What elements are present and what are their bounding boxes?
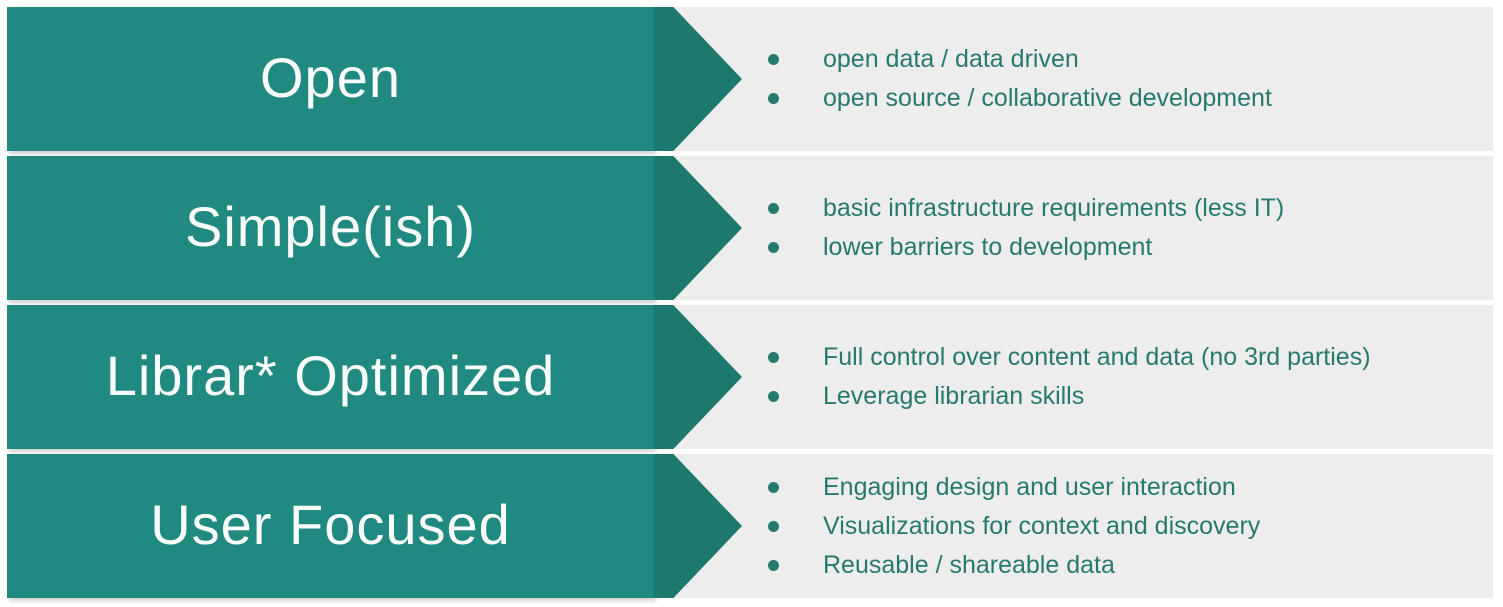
bullet-text: Full control over content and data (no 3… bbox=[823, 343, 1371, 371]
bullet-text: Leverage librarian skills bbox=[823, 382, 1085, 410]
bullet-item: open data / data driven bbox=[768, 40, 1272, 79]
arrow-head-icon bbox=[654, 156, 742, 300]
bullet-dot-icon bbox=[768, 54, 779, 65]
bullet-dot-icon bbox=[768, 391, 779, 402]
arrow-band: Open bbox=[7, 7, 654, 151]
arrow-head-icon bbox=[654, 454, 742, 598]
arrow-banner: User Focused bbox=[7, 454, 742, 598]
bullet-text: open source / collaborative development bbox=[823, 84, 1272, 112]
row-user-focused: User Focused Engaging design and user in… bbox=[7, 454, 1493, 598]
arrow-band: User Focused bbox=[7, 454, 654, 598]
bullet-dot-icon bbox=[768, 520, 779, 532]
banner-label: Open bbox=[260, 45, 401, 109]
bullet-dot-icon bbox=[768, 242, 779, 253]
bullet-text: lower barriers to development bbox=[823, 233, 1153, 261]
bullet-dot-icon bbox=[768, 481, 779, 493]
bullet-item: Leverage librarian skills bbox=[768, 377, 1371, 416]
banner-label: User Focused bbox=[150, 492, 511, 556]
bullet-item: lower barriers to development bbox=[768, 228, 1284, 267]
bullet-text: Reusable / shareable data bbox=[823, 550, 1115, 579]
bullet-item: Reusable / shareable data bbox=[768, 546, 1260, 585]
bullet-list: open data / data driven open source / co… bbox=[768, 7, 1272, 151]
bullet-list: basic infrastructure requirements (less … bbox=[768, 156, 1284, 300]
bullet-dot-icon bbox=[768, 559, 779, 571]
row-librar-optimized: Librar* Optimized Full control over cont… bbox=[7, 305, 1493, 449]
row-simple: Simple(ish) basic infrastructure require… bbox=[7, 156, 1493, 300]
arrow-band: Simple(ish) bbox=[7, 156, 654, 300]
bullet-item: Visualizations for context and discovery bbox=[768, 507, 1260, 546]
arrow-banner: Librar* Optimized bbox=[7, 305, 742, 449]
bullet-item: basic infrastructure requirements (less … bbox=[768, 189, 1284, 228]
bullet-item: Engaging design and user interaction bbox=[768, 468, 1260, 507]
bullet-dot-icon bbox=[768, 352, 779, 363]
arrow-head-icon bbox=[654, 305, 742, 449]
bullet-text: open data / data driven bbox=[823, 45, 1079, 73]
bullet-item: Full control over content and data (no 3… bbox=[768, 338, 1371, 377]
arrow-head-icon bbox=[654, 7, 742, 151]
row-open: Open open data / data driven open source… bbox=[7, 7, 1493, 151]
bullet-item: open source / collaborative development bbox=[768, 79, 1272, 118]
banner-label: Simple(ish) bbox=[184, 194, 477, 258]
bullet-dot-icon bbox=[768, 93, 779, 104]
bullet-list: Engaging design and user interaction Vis… bbox=[768, 454, 1260, 598]
bullet-text: basic infrastructure requirements (less … bbox=[823, 194, 1285, 222]
bullet-text: Engaging design and user interaction bbox=[823, 472, 1236, 501]
arrow-banner: Simple(ish) bbox=[7, 156, 742, 300]
banner-label: Librar* Optimized bbox=[105, 343, 556, 407]
arrow-banner: Open bbox=[7, 7, 742, 151]
arrow-band: Librar* Optimized bbox=[7, 305, 654, 449]
bullet-text: Visualizations for context and discovery bbox=[823, 511, 1261, 540]
bullet-list: Full control over content and data (no 3… bbox=[768, 305, 1371, 449]
bullet-dot-icon bbox=[768, 203, 779, 214]
